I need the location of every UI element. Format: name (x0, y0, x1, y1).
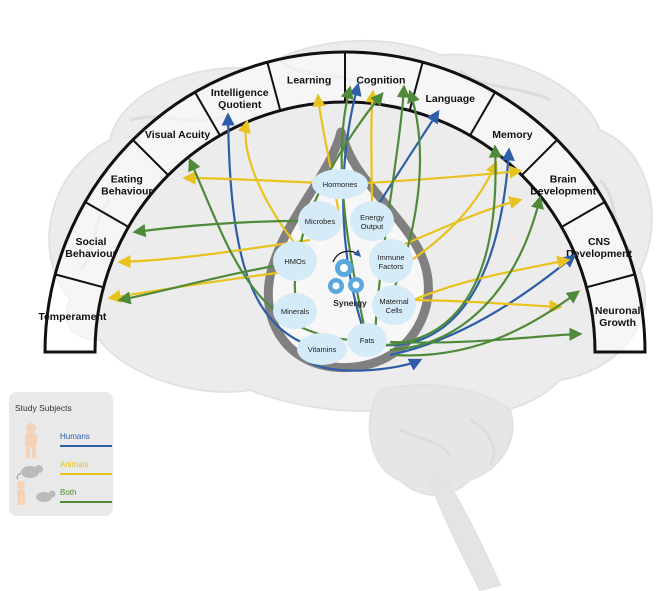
arc-divider (586, 273, 636, 289)
arc-divider (469, 91, 496, 136)
component-node-vitamins (297, 333, 347, 365)
component-label-hmos: HMOs (284, 257, 305, 266)
arrow-both (389, 327, 583, 344)
component-node-minerals (273, 293, 317, 329)
arrow-animals (238, 119, 301, 251)
arrow-humans (342, 82, 367, 336)
component-node-immune-factors (369, 239, 413, 283)
component-node-energy-output (350, 201, 394, 241)
legend-label-humans: Humans (60, 432, 90, 441)
arrow-humans (374, 109, 440, 211)
gear-icon (328, 259, 364, 294)
component-label-vitamins: Vitamins (308, 345, 337, 354)
arrow-animals (312, 93, 342, 221)
arrow-both (394, 290, 581, 357)
outcome-label-learning: Learning (287, 74, 331, 86)
human-and-rodent-icon (17, 481, 56, 505)
legend-line-both (60, 501, 112, 503)
arrow-both (384, 144, 503, 347)
arrow-layer (107, 82, 583, 372)
cycle-arrow-icon (332, 249, 362, 263)
component-label-hormones: Hormones (323, 180, 358, 189)
component-node-hmos (273, 241, 317, 281)
component-label-microbes: Microbes (305, 217, 336, 226)
arc-divider (84, 201, 129, 228)
legend-label-animals: Animals (60, 460, 89, 469)
outcome-label-cognition: Cognition (356, 74, 405, 86)
component-node-microbes (298, 201, 342, 241)
arrow-animals (349, 165, 523, 186)
outcome-label-temperament: Temperament (38, 311, 107, 323)
outcome-label-language: Language (425, 93, 475, 105)
arc-divider (521, 139, 558, 176)
arc-divider (561, 201, 606, 228)
component-label-minerals: Minerals (281, 307, 310, 316)
synergy-label: Synergy (333, 298, 367, 308)
outcome-label-visual-acuity: Visual Acuity (145, 129, 211, 141)
legend-label-both: Both (60, 488, 77, 497)
arrow-both (389, 195, 544, 352)
legend-line-humans (60, 445, 112, 447)
arc-divider (266, 61, 282, 111)
component-node-maternal-cells (372, 285, 416, 325)
rodent-icon (16, 465, 43, 480)
component-node-hormones (312, 169, 368, 199)
arc-divider (54, 273, 104, 289)
legend-title: Study Subjects (15, 403, 72, 413)
component-node-fats (347, 323, 387, 357)
arrow-humans (221, 112, 321, 351)
arrow-both (188, 157, 351, 342)
human-figure-icon (25, 423, 37, 458)
arrow-humans (389, 254, 577, 357)
component-label-fats: Fats (360, 336, 375, 345)
arc-divider (132, 139, 169, 176)
outcome-label-memory: Memory (492, 129, 532, 141)
arrow-both (340, 85, 369, 341)
legend-line-animals (60, 473, 112, 475)
arc-divider (194, 91, 221, 136)
